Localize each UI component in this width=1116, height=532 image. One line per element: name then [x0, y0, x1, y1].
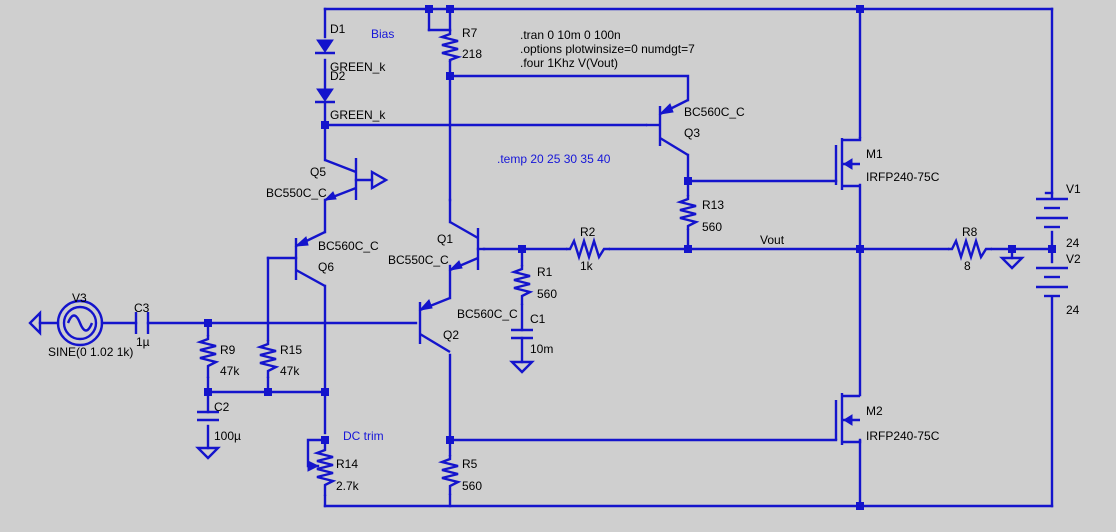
- diode-d2[interactable]: D2 GREEN_k: [315, 69, 386, 122]
- v1-value: 24: [1066, 236, 1080, 250]
- r5-value: 560: [462, 479, 482, 493]
- r13-value: 560: [702, 220, 722, 234]
- q6-value: BC560C_C: [318, 239, 379, 253]
- r7-value: 218: [462, 47, 482, 61]
- resistor-r7[interactable]: R7 218: [437, 26, 482, 62]
- net-label-vout: Vout: [760, 233, 785, 247]
- ground-v3: [28, 310, 42, 336]
- net-label-dc-trim: DC trim: [343, 429, 384, 443]
- r8-value: 8: [964, 259, 971, 273]
- directive-temp[interactable]: .temp 20 25 30 35 40: [497, 152, 611, 166]
- directive-tran[interactable]: .tran 0 10m 0 100n: [520, 28, 621, 42]
- resistor-r5[interactable]: R5 560: [437, 455, 482, 495]
- q5-value: BC550C_C: [266, 186, 327, 200]
- ground-r8: [999, 256, 1025, 270]
- resistor-r8[interactable]: R8 8: [948, 225, 992, 273]
- sine-source-v3[interactable]: V3 SINE(0 1.02 1k): [48, 291, 133, 359]
- d2-name: D2: [330, 69, 346, 83]
- q6-name: Q6: [318, 260, 334, 274]
- c1-value: 10m: [530, 342, 553, 356]
- v3-value: SINE(0 1.02 1k): [48, 345, 133, 359]
- c2-value: 100µ: [214, 429, 241, 443]
- battery-v2[interactable]: V2 24: [1036, 252, 1081, 317]
- net-label-bias: Bias: [371, 27, 394, 41]
- resistor-r13[interactable]: R13 560: [675, 195, 724, 234]
- capacitor-c2[interactable]: C2 100µ: [197, 400, 241, 443]
- q3-value: BC560C_C: [684, 105, 745, 119]
- mosfet-m1[interactable]: M1 IRFP240-75C: [834, 137, 940, 190]
- d2-value: GREEN_k: [330, 108, 386, 122]
- r13-name: R13: [702, 198, 724, 212]
- transistor-q3[interactable]: BC560C_C Q3: [646, 98, 745, 157]
- transistor-q5[interactable]: Q5 BC550C_C: [266, 158, 389, 234]
- r2-value: 1k: [580, 259, 594, 273]
- transistor-q6[interactable]: BC560C_C Q6: [294, 230, 379, 288]
- m1-value: IRFP240-75C: [866, 170, 940, 184]
- capacitor-c1[interactable]: C1 10m: [511, 312, 553, 356]
- diode-d1[interactable]: D1 GREEN_k: [315, 22, 386, 74]
- r5-name: R5: [462, 457, 478, 471]
- directive-options[interactable]: .options plotwinsize=0 numdgt=7: [520, 42, 695, 56]
- q1-value: BC550C_C: [388, 253, 449, 267]
- mosfet-m2[interactable]: M2 IRFP240-75C: [834, 393, 940, 445]
- ground-c2: [195, 446, 221, 460]
- q2-value: BC560C_C: [457, 307, 518, 321]
- r14-value: 2.7k: [336, 479, 360, 493]
- q5-name: Q5: [310, 165, 326, 179]
- d1-name: D1: [330, 22, 346, 36]
- v2-value: 24: [1066, 303, 1080, 317]
- ground-c1: [509, 360, 535, 374]
- d1-value: GREEN_k: [330, 60, 386, 74]
- r9-name: R9: [220, 343, 236, 357]
- junctions: [204, 5, 1056, 510]
- v1-name: V1: [1066, 182, 1081, 196]
- battery-v1[interactable]: V1 24: [1036, 182, 1081, 250]
- transistor-q1[interactable]: Q1 BC550C_C: [388, 198, 486, 272]
- r9-value: 47k: [220, 364, 240, 378]
- m1-name: M1: [866, 147, 883, 161]
- transistor-q2[interactable]: BC560C_C Q2: [418, 296, 518, 354]
- r15-name: R15: [280, 343, 302, 357]
- r1-name: R1: [537, 265, 553, 279]
- c3-name: C3: [134, 301, 150, 315]
- r8-name: R8: [962, 225, 978, 239]
- q2-name: Q2: [443, 328, 459, 342]
- resistor-r14[interactable]: R14 2.7k: [307, 444, 360, 496]
- v2-name: V2: [1066, 252, 1081, 266]
- resistor-r15[interactable]: R15 47k: [255, 340, 302, 378]
- q3-name: Q3: [684, 126, 700, 140]
- resistor-r1[interactable]: R1 560: [509, 265, 557, 305]
- c1-name: C1: [530, 312, 546, 326]
- q1-name: Q1: [437, 232, 453, 246]
- r15-value: 47k: [280, 364, 300, 378]
- r2-name: R2: [580, 225, 596, 239]
- resistor-r2[interactable]: R2 1k: [566, 225, 610, 273]
- r14-name: R14: [336, 457, 358, 471]
- capacitor-c3[interactable]: C3 1µ: [134, 301, 150, 349]
- v3-name: V3: [72, 291, 87, 305]
- c3-value: 1µ: [136, 335, 150, 349]
- m2-value: IRFP240-75C: [866, 429, 940, 443]
- c2-name: C2: [214, 400, 230, 414]
- resistor-r9[interactable]: R9 47k: [195, 335, 240, 378]
- directive-four[interactable]: .four 1Khz V(Vout): [520, 56, 618, 70]
- m2-name: M2: [866, 404, 883, 418]
- r1-value: 560: [537, 287, 557, 301]
- r7-name: R7: [462, 26, 478, 40]
